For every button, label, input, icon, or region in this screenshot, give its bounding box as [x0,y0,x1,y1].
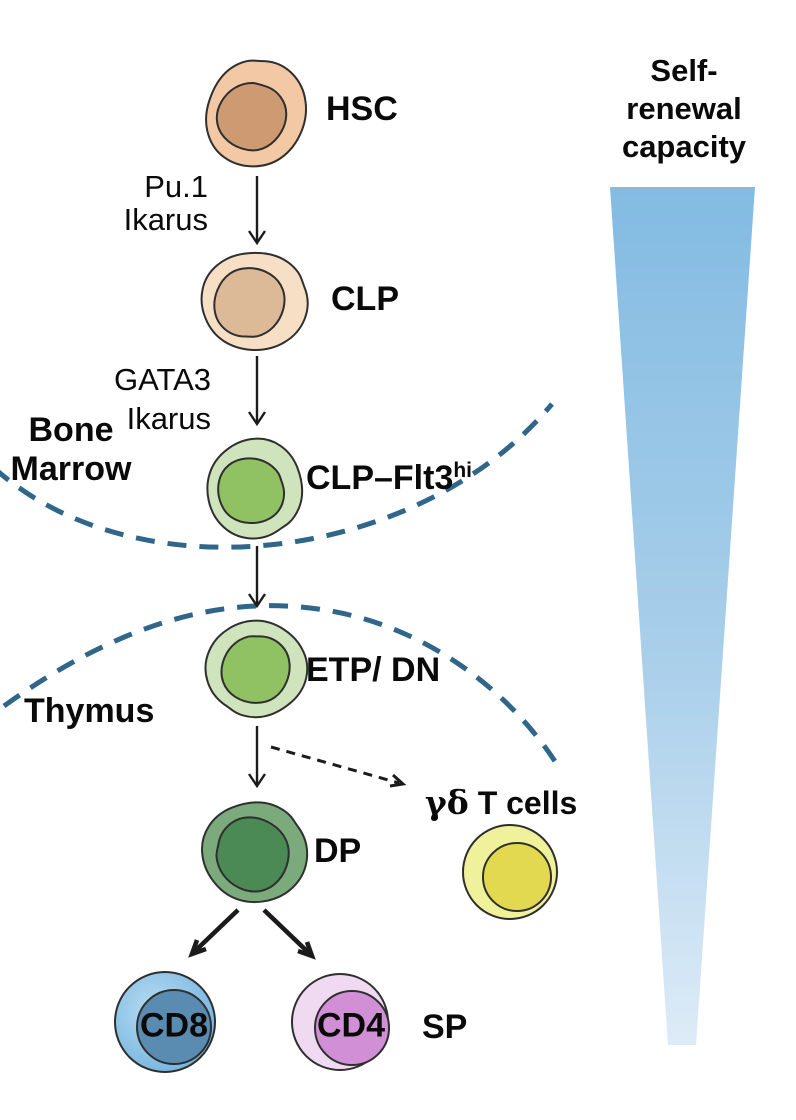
clpflt3-label-superscript: hi [453,459,473,482]
arrowhead [188,939,207,958]
bone-marrow-line: Marrow [10,450,132,488]
arrow-dp-to-cd8 [192,908,240,954]
thymus-label: Thymus [24,692,155,730]
gd-label-rest: T cells [468,785,578,821]
self-renewal-line: renewal [626,91,742,126]
arrowhead [248,773,266,789]
self-renewal-wedge [610,187,755,1045]
self-renewal-capacity-label: Self- renewal capacity [604,52,764,166]
factor-line: GATA3 [113,362,211,397]
dashed-arrow-etp-to-gd [270,745,400,785]
factor-clp-to-flt3: GATA3 Ikarus [85,360,211,438]
arrowhead [297,941,316,960]
clpflt3-label: CLP–Flt3hi [306,459,473,497]
bone-marrow-boundary-curve [0,402,554,550]
cells [114,52,558,1073]
pathway-arrows [188,176,407,960]
arrowhead [248,230,266,246]
etp-label: ETP/ DN [306,651,441,689]
factor-line: Ikarus [126,401,211,436]
arrowhead [248,593,266,609]
bone-marrow-line: Bone [28,411,114,449]
arrowhead [248,411,266,427]
factor-hsc-to-clp: Pu.1 Ikarus [88,170,208,236]
bone-marrow-label: Bone Marrow [0,411,142,489]
cd8-label: CD8 [139,1006,209,1045]
clpflt3-label-base: CLP–Flt3 [306,459,454,497]
thymus-boundary-curve [2,603,561,768]
arrowhead [389,773,407,788]
sp-label: SP [422,1008,468,1046]
factor-line: Ikarus [123,202,208,237]
cd4-label: CD4 [316,1006,386,1045]
self-renewal-line: Self- [650,53,718,88]
hsc-label: HSC [326,90,398,128]
arrow-dp-to-cd4 [262,908,312,956]
dp-label: DP [314,832,362,870]
gd-greek-letters: γδ [425,783,469,822]
clp-label: CLP [331,280,399,318]
gd-tcells-label: γδ T cells [425,783,578,822]
factor-line: Pu.1 [144,169,208,204]
cd4-cell-nucleus [314,990,390,1066]
cd8-cell-nucleus [136,989,212,1065]
gd-cell-nucleus [482,842,552,912]
self-renewal-line: capacity [621,129,747,164]
